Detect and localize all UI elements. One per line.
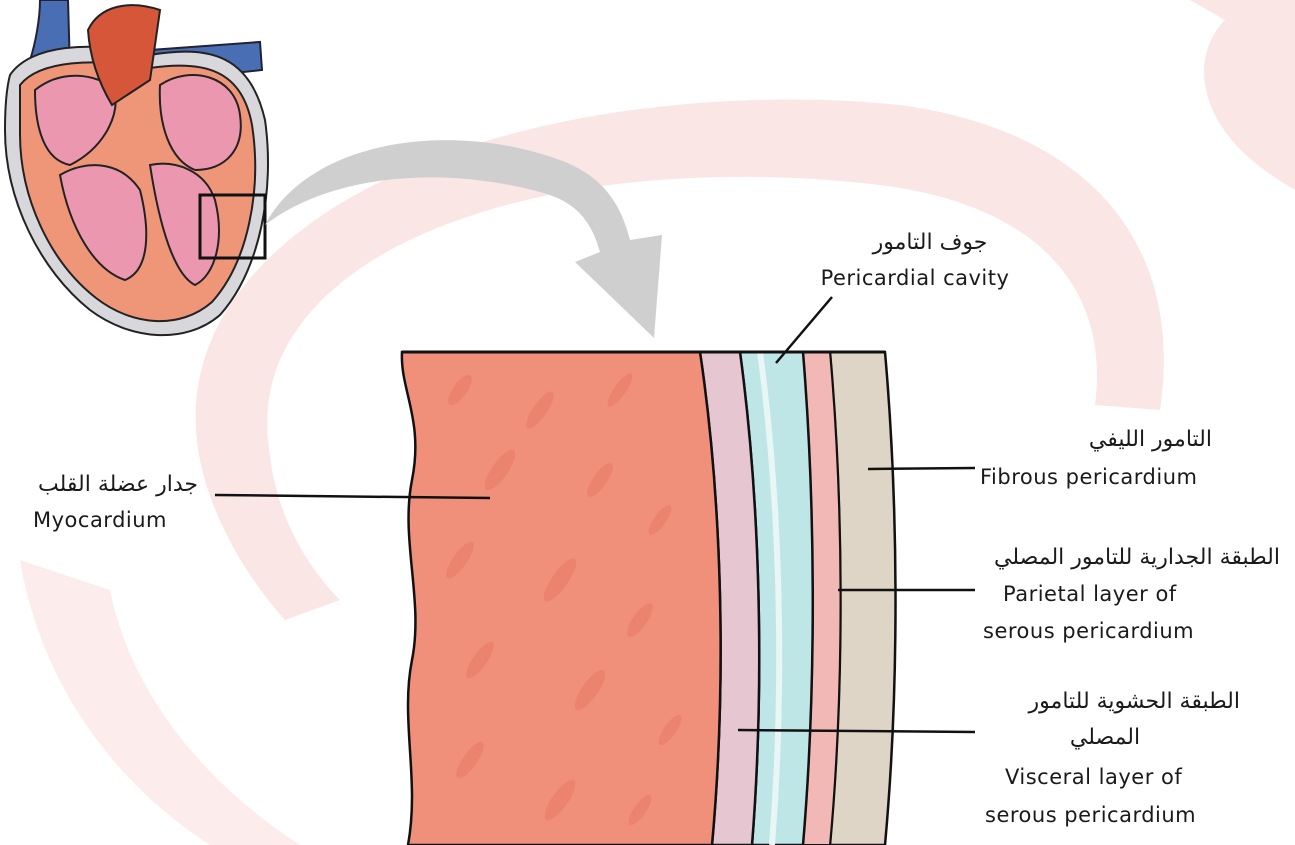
cavity-label-en: Pericardial cavity (785, 263, 1045, 293)
parietal-label-ar: الطبقة الجدارية للتامور المصلي (930, 543, 1280, 573)
parietal-label-en1: Parietal layer of (1003, 579, 1177, 609)
heart-illustration (5, 0, 268, 335)
parietal-label-en2: serous pericardium (983, 616, 1194, 646)
visceral-label-ar2: المصلي (1030, 723, 1180, 753)
wall-layers (402, 352, 896, 845)
fibrous-label-ar: التامور الليفي (1000, 425, 1212, 455)
visceral-label-ar1: الطبقة الحشوية للتامور (970, 687, 1240, 717)
cavity-label-ar: جوف التامور (820, 228, 1040, 258)
myocardium-label-en: Myocardium (33, 505, 167, 535)
myocardium-label-ar: جدار عضلة القلب (18, 470, 218, 500)
visceral-label-en1: Visceral layer of (1005, 762, 1182, 792)
fibrous-leader (868, 468, 975, 469)
visceral-label-en2: serous pericardium (985, 800, 1196, 830)
myocardium-layer (402, 352, 721, 845)
fibrous-label-en: Fibrous pericardium (980, 462, 1198, 492)
